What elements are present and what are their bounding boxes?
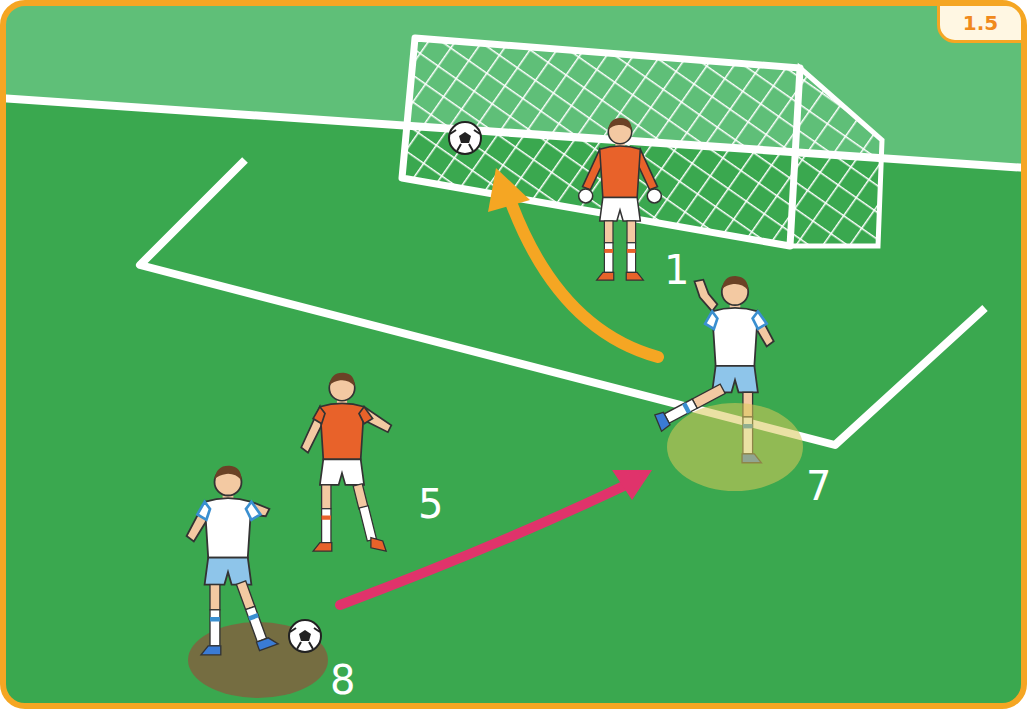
passer (201, 646, 221, 655)
defender (301, 373, 391, 552)
passer (205, 558, 252, 585)
ball (289, 620, 321, 652)
passer (215, 466, 242, 480)
goalkeeper (579, 118, 662, 280)
striker (695, 280, 718, 312)
ball-in-net (450, 130, 480, 151)
defender (313, 407, 373, 424)
passer (236, 578, 279, 651)
passer (197, 502, 260, 520)
frame (3, 3, 1024, 706)
defender (313, 538, 386, 552)
pass-arrow (612, 470, 652, 500)
passer (248, 613, 259, 621)
passer (205, 498, 252, 557)
pitch-grass (3, 3, 1024, 706)
defender (359, 506, 376, 541)
goalkeeper (597, 272, 644, 280)
defender (320, 403, 364, 459)
shot-arrow (512, 205, 658, 357)
passer (256, 635, 278, 650)
defender (329, 373, 355, 387)
passer (210, 617, 220, 622)
goalkeeper (604, 249, 613, 253)
pitch (3, 3, 1024, 706)
callout-number: 8 (330, 660, 355, 700)
passer (236, 581, 255, 610)
goalkeeper (604, 243, 613, 273)
defender (322, 516, 331, 520)
goalkeeper (579, 189, 593, 203)
passer (187, 466, 279, 655)
side-net (790, 68, 882, 246)
callout-number: 1 (664, 250, 689, 290)
shot-arrow (488, 168, 658, 357)
shot-arrow (488, 168, 530, 212)
ball (290, 628, 320, 649)
passer (210, 585, 220, 610)
goalkeeper (647, 189, 661, 203)
goalkeeper (627, 221, 636, 243)
striker (722, 276, 748, 290)
striker (653, 411, 671, 431)
figure-badge: 1.5 (937, 3, 1024, 43)
passer (210, 610, 220, 646)
striker (682, 402, 691, 413)
callout-number: 5 (418, 484, 443, 524)
defender (353, 484, 368, 509)
pass-arrow (340, 484, 628, 605)
ball (289, 620, 321, 652)
goal (402, 38, 882, 246)
goal-net (402, 38, 800, 246)
defender (320, 459, 364, 485)
striker (705, 311, 767, 329)
ball-in-net (459, 132, 471, 143)
ball-in-net (449, 122, 481, 154)
position-marker (667, 403, 803, 491)
ball-in-net (449, 122, 481, 154)
goalkeeper (600, 198, 641, 221)
callout-number: 7 (806, 466, 831, 506)
goalkeeper (600, 146, 641, 197)
ball (299, 630, 311, 641)
striker (712, 308, 758, 366)
goalkeeper (608, 118, 631, 131)
passer (246, 606, 267, 642)
defender (322, 509, 331, 543)
defender (322, 485, 331, 509)
goalkeeper (627, 243, 636, 273)
pass-arrow (340, 470, 652, 605)
goalkeeper (604, 221, 613, 243)
badge-text: 1.5 (963, 11, 998, 35)
goalkeeper (627, 249, 636, 253)
